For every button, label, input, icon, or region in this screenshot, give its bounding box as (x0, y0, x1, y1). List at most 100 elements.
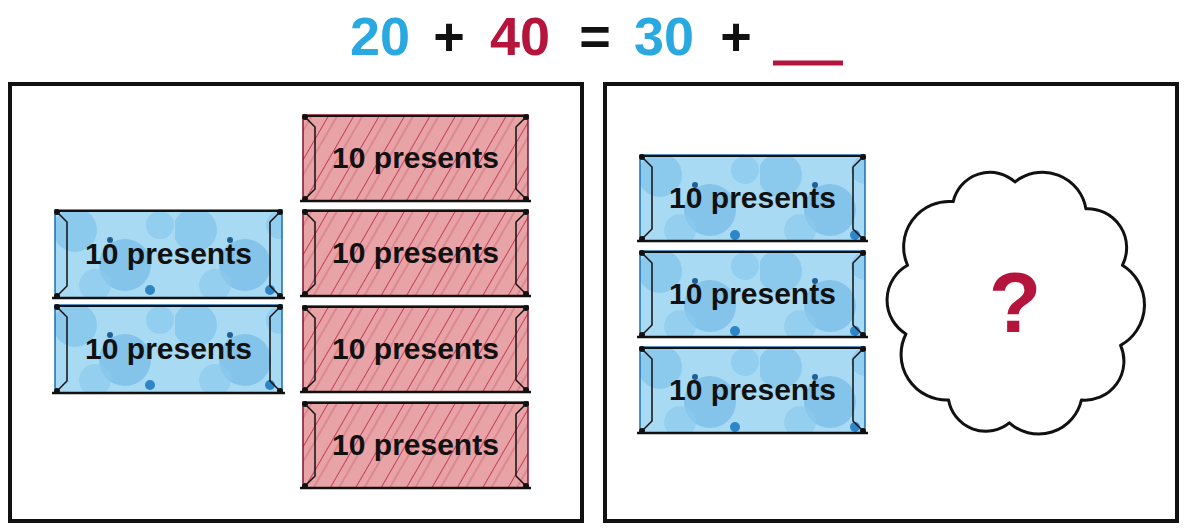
box-label: 10 presents (332, 428, 499, 462)
box-label: 10 presents (332, 141, 499, 175)
box-end (640, 155, 652, 241)
box-label: 10 presents (85, 237, 252, 271)
box-top (640, 155, 865, 157)
equation-term: 20 (350, 6, 410, 66)
corner-dot (302, 114, 308, 120)
corner-dot (302, 196, 308, 202)
corner-dot (277, 388, 283, 394)
present-box: 10 presents (640, 347, 865, 433)
corner-dot (302, 209, 308, 215)
box-end (853, 251, 865, 337)
corner-dot (302, 291, 308, 297)
box-body (640, 347, 865, 433)
cloud-path (887, 172, 1144, 434)
box-body (303, 306, 528, 392)
corner-dot (639, 346, 645, 352)
box-end (55, 305, 67, 393)
box-end (640, 347, 652, 433)
equation-term: + (720, 6, 752, 66)
box-body (303, 115, 528, 201)
box-end (303, 115, 315, 201)
corner-dot (860, 236, 866, 242)
corner-dot (523, 196, 529, 202)
box-end (303, 210, 315, 296)
present-box: 10 presents (640, 251, 865, 337)
present-box: 10 presents (55, 305, 282, 393)
box-end (640, 251, 652, 337)
corner-dot (277, 293, 283, 299)
corner-dot (302, 387, 308, 393)
box-body (640, 155, 865, 241)
present-box: 10 presents (55, 210, 282, 298)
box-top (303, 306, 528, 308)
box-end (853, 155, 865, 241)
box-body (55, 210, 282, 298)
box-shelf (637, 336, 868, 339)
box-label: 10 presents (332, 332, 499, 366)
box-top (640, 347, 865, 349)
corner-dot (639, 332, 645, 338)
corner-dot (54, 304, 60, 310)
corner-dot (639, 250, 645, 256)
left-panel (10, 84, 582, 521)
box-end (853, 347, 865, 433)
box-label: 10 presents (669, 181, 836, 215)
box-label: 10 presents (669, 277, 836, 311)
thought-cloud: ? (880, 160, 1150, 445)
box-label: 10 presents (669, 373, 836, 407)
box-end (303, 402, 315, 488)
right-panel (605, 84, 1177, 521)
corner-dot (54, 209, 60, 215)
box-top (55, 210, 282, 212)
box-end (516, 306, 528, 392)
box-body (303, 210, 528, 296)
equation-term: + (433, 6, 465, 66)
box-top (303, 210, 528, 212)
corner-dot (54, 388, 60, 394)
box-end (55, 210, 67, 298)
box-shelf (637, 240, 868, 243)
box-top (303, 115, 528, 117)
corner-dot (639, 154, 645, 160)
box-top (640, 251, 865, 253)
box-top (55, 305, 282, 307)
present-box: 10 presents (303, 115, 528, 201)
box-end (270, 305, 282, 393)
corner-dot (523, 114, 529, 120)
answer-blank (773, 61, 843, 66)
box-body (640, 251, 865, 337)
box-top (303, 402, 528, 404)
box-end (270, 210, 282, 298)
corner-dot (860, 250, 866, 256)
box-body (55, 305, 282, 393)
corner-dot (54, 293, 60, 299)
corner-dot (523, 209, 529, 215)
corner-dot (523, 305, 529, 311)
corner-dot (277, 304, 283, 310)
box-body (303, 402, 528, 488)
box-shelf (52, 297, 285, 300)
equation-term: = (579, 6, 611, 66)
corner-dot (277, 209, 283, 215)
box-shelf (300, 295, 531, 298)
corner-dot (639, 236, 645, 242)
box-end (516, 115, 528, 201)
corner-dot (860, 332, 866, 338)
box-end (303, 306, 315, 392)
box-end (516, 402, 528, 488)
corner-dot (523, 401, 529, 407)
box-label: 10 presents (332, 236, 499, 270)
box-shelf (300, 200, 531, 203)
box-shelf (637, 432, 868, 435)
corner-dot (639, 428, 645, 434)
corner-dot (302, 401, 308, 407)
present-box: 10 presents (303, 306, 528, 392)
corner-dot (523, 387, 529, 393)
box-shelf (52, 392, 285, 395)
corner-dot (523, 291, 529, 297)
unknown-mark: ? (989, 253, 1042, 352)
corner-dot (860, 346, 866, 352)
corner-dot (860, 428, 866, 434)
box-shelf (300, 391, 531, 394)
box-end (516, 210, 528, 296)
